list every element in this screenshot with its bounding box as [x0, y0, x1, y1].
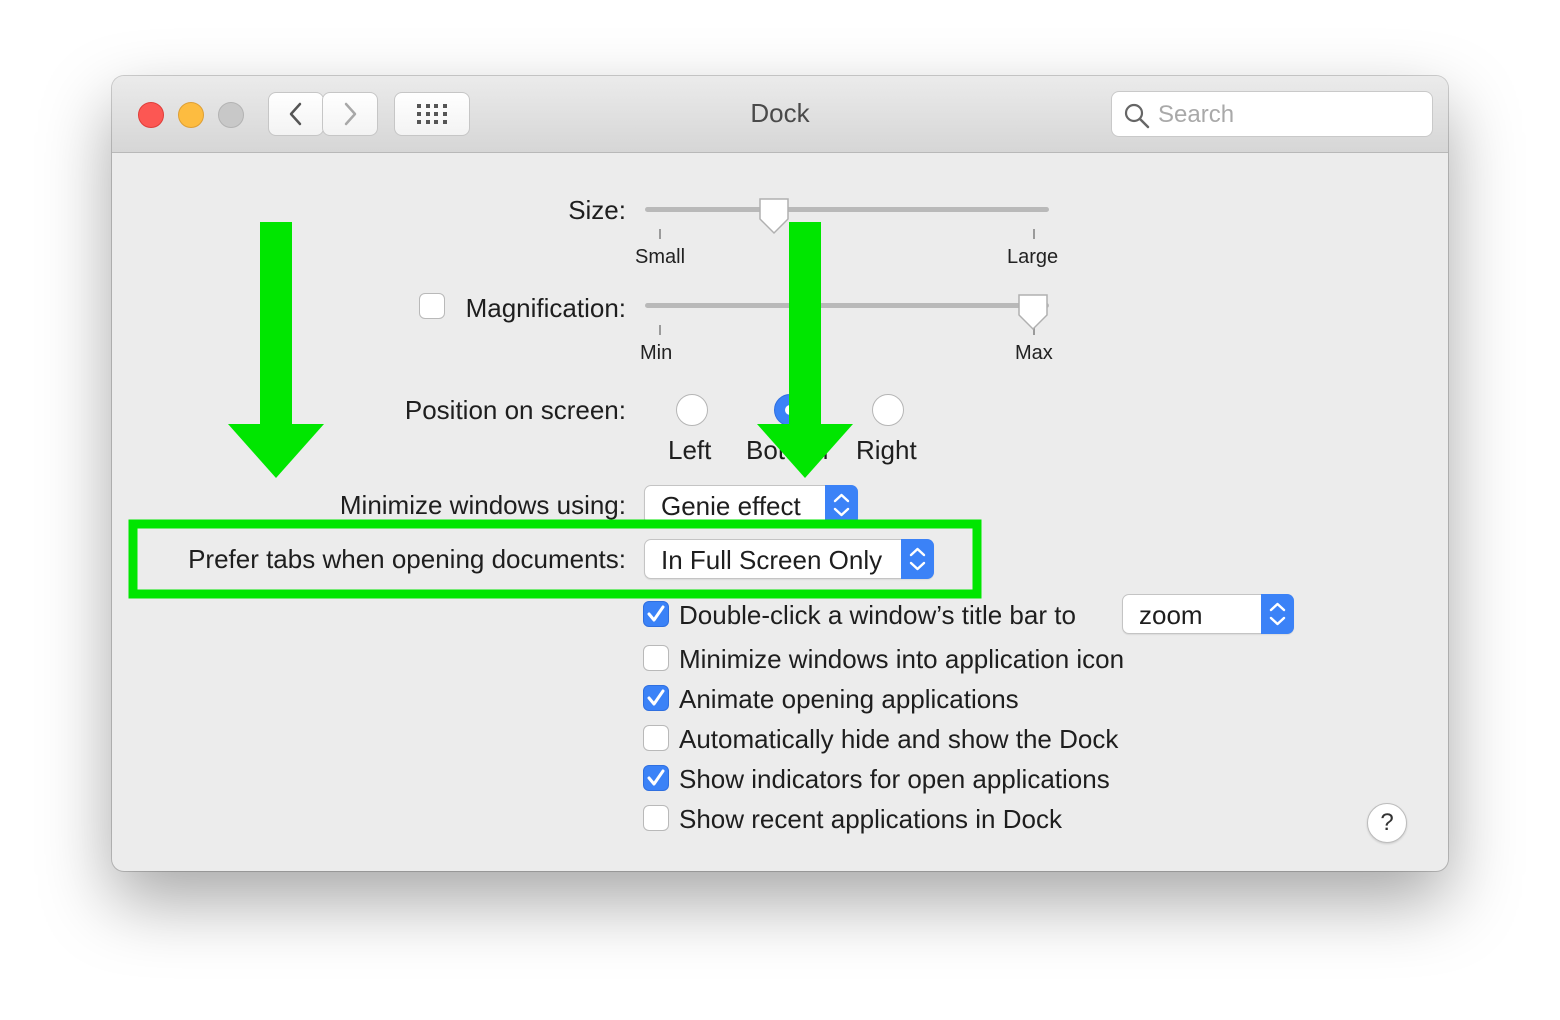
position-radio-left[interactable]	[676, 394, 708, 426]
size-min-label: Small	[635, 246, 686, 268]
search-input[interactable]	[1156, 98, 1420, 132]
chevron-up-down-icon	[909, 547, 926, 571]
double-click-checkbox[interactable]	[643, 601, 669, 627]
animate-opening-label: Animate opening applications	[679, 684, 1019, 714]
search-field[interactable]	[1111, 91, 1433, 137]
chevron-up-down-icon	[1269, 602, 1286, 626]
minimize-window-button[interactable]	[178, 102, 204, 128]
size-slider-thumb[interactable]	[757, 197, 791, 235]
popup-stepper	[1261, 594, 1294, 634]
show-all-button[interactable]	[394, 92, 470, 136]
grid-icon	[417, 104, 447, 124]
checkmark-icon	[647, 605, 665, 622]
autohide-dock-label: Automatically hide and show the Dock	[679, 724, 1119, 754]
animate-opening-checkbox[interactable]	[643, 685, 669, 711]
minimize-into-icon-checkbox[interactable]	[643, 645, 669, 671]
dock-preferences-window: Dock Size: Small Large Magnification: Mi…	[112, 76, 1448, 871]
show-recent-apps-label: Show recent applications in Dock	[679, 804, 1062, 834]
window-title: Dock	[750, 98, 810, 128]
show-indicators-checkbox[interactable]	[643, 765, 669, 791]
show-indicators-label: Show indicators for open applications	[679, 764, 1110, 794]
magnification-max-label: Max	[1015, 342, 1053, 364]
size-slider-track[interactable]	[645, 207, 1049, 212]
prefer-tabs-label: Prefer tabs when opening documents:	[188, 544, 626, 574]
checkmark-icon	[647, 689, 665, 706]
minimize-effect-popup[interactable]: Genie effect	[644, 485, 858, 525]
magnification-label: Magnification:	[465, 293, 626, 323]
chevron-left-icon	[289, 102, 302, 126]
magnification-slider-track[interactable]	[645, 303, 1049, 308]
popup-stepper	[825, 485, 858, 525]
close-window-button[interactable]	[138, 102, 164, 128]
double-click-action-value: zoom	[1139, 600, 1203, 630]
position-radio-right[interactable]	[872, 394, 904, 426]
magnification-min-label: Min	[640, 342, 673, 364]
checkmark-icon	[647, 769, 665, 786]
position-radio-bottom[interactable]	[774, 394, 806, 426]
chevron-right-icon	[344, 102, 357, 126]
popup-stepper	[901, 539, 934, 579]
search-icon	[1124, 103, 1150, 129]
chevron-up-down-icon	[833, 493, 850, 517]
double-click-action-popup[interactable]: zoom	[1122, 594, 1294, 634]
title-bar: Dock	[112, 76, 1448, 153]
size-slider-tick	[1033, 229, 1035, 239]
magnification-checkbox[interactable]	[419, 293, 445, 319]
size-max-label: Large	[1007, 246, 1059, 268]
prefer-tabs-value: In Full Screen Only	[661, 545, 883, 575]
autohide-dock-checkbox[interactable]	[643, 725, 669, 751]
size-label: Size:	[568, 195, 626, 225]
zoom-window-button[interactable]	[218, 102, 244, 128]
forward-button[interactable]	[322, 92, 378, 136]
minimize-effect-value: Genie effect	[661, 491, 801, 521]
minimize-using-label: Minimize windows using:	[339, 490, 626, 520]
double-click-label: Double-click a window’s title bar to	[679, 600, 1076, 630]
magnification-slider-thumb[interactable]	[1016, 293, 1050, 331]
position-option-right-label: Right	[856, 435, 917, 465]
magnification-slider-tick	[1033, 325, 1035, 335]
magnification-slider-tick	[659, 325, 661, 335]
position-option-left-label: Left	[668, 435, 712, 465]
position-label: Position on screen:	[404, 395, 626, 425]
prefer-tabs-popup[interactable]: In Full Screen Only	[644, 539, 934, 579]
size-slider-tick	[659, 229, 661, 239]
minimize-into-icon-label: Minimize windows into application icon	[679, 644, 1125, 674]
position-option-bottom-label: Bottom	[746, 435, 829, 465]
help-button[interactable]: ?	[1367, 803, 1407, 843]
show-recent-apps-checkbox[interactable]	[643, 805, 669, 831]
